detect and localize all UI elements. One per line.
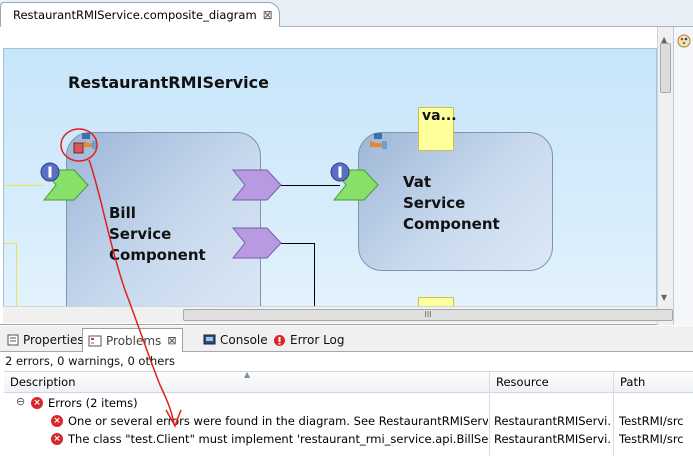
group-label: Errors (2 items) [48,396,138,410]
horizontal-scrollbar[interactable]: III [3,306,673,323]
wire [314,243,315,306]
panel-tab-bar: Properties Problems ⊠ Console Error Log [0,326,693,352]
wire [280,243,314,244]
error-icon: × [51,415,63,427]
scroll-thumb[interactable]: III [183,309,673,321]
scroll-grip: III [424,310,432,319]
close-icon[interactable]: ⊠ [167,334,177,347]
wire [280,185,340,186]
column-separator[interactable] [489,371,490,456]
column-header-description[interactable]: Description [10,375,76,389]
editor-tab-title: RestaurantRMIService.composite_diagram [13,8,257,22]
scroll-up-icon[interactable]: ▲ [661,35,668,44]
property-box[interactable]: va... [418,107,457,151]
vat-service-component[interactable]: Vat Service Component [358,132,553,271]
row-path: TestRMI/src [619,414,684,428]
palette-icon[interactable] [676,33,692,49]
column-header-resource[interactable]: Resource [496,375,549,389]
collapse-icon[interactable]: ⊖ [16,395,26,408]
sort-indicator-icon[interactable]: ▲ [244,370,251,379]
reference-arrow-icon[interactable] [231,166,283,204]
property-box-partial[interactable] [418,297,454,306]
console-icon [203,334,216,345]
properties-icon [7,334,19,346]
row-resource: RestaurantRMIServi... [494,414,612,428]
table-row[interactable]: × One or several errors were found in th… [4,412,693,430]
tab-error-log[interactable]: Error Log [268,328,350,352]
interface-icon [330,162,350,182]
reference-arrow-icon[interactable] [231,224,283,262]
tab-problems[interactable]: Problems ⊠ [82,328,183,352]
row-path: TestRMI/src [619,432,684,446]
row-description: The class "test.Client" must implement '… [68,432,488,446]
diagram-canvas[interactable]: RestaurantRMIService Bill Service Compon… [3,48,657,306]
editor-tab[interactable]: RestaurantRMIService.composite_diagram ⊠ [0,2,280,27]
row-description: One or several errors were found in the … [68,414,488,428]
scroll-thumb[interactable] [660,43,671,93]
implementation-icon [370,133,387,149]
implementation-icon [73,133,96,154]
interface-icon [40,162,60,182]
row-resource: RestaurantRMIServi... [494,432,612,446]
column-separator[interactable] [613,371,614,456]
component-label: Bill Service Component [109,204,206,264]
error-log-icon [274,334,285,346]
wire [16,243,17,306]
scroll-down-icon[interactable]: ▼ [661,293,668,302]
table-row[interactable]: × The class "test.Client" must implement… [4,430,693,448]
editor-tab-bar: RestaurantRMIService.composite_diagram ⊠ [0,0,693,27]
error-icon: × [51,433,63,445]
vertical-scrollbar[interactable]: ▲ ▼ [657,27,673,325]
composite-title: RestaurantRMIService [68,73,269,92]
problems-table-header: Description ▲ Resource Path [4,370,693,393]
problems-group-row[interactable]: ⊖ × Errors (2 items) [4,394,693,412]
column-header-path[interactable]: Path [620,375,646,389]
diagram-editor: RestaurantRMIService.composite_diagram ⊠… [0,0,693,325]
wire [4,243,16,244]
tab-console[interactable]: Console [198,328,273,352]
component-label: Vat Service Component [403,173,500,233]
tab-properties[interactable]: Properties [2,328,89,352]
problems-summary: 2 errors, 0 warnings, 0 others [5,354,176,368]
close-icon[interactable]: ⊠ [262,8,273,22]
bill-service-component[interactable]: Bill Service Component [66,132,261,306]
wire [4,185,44,186]
problems-panel: Properties Problems ⊠ Console Error Log … [0,326,693,456]
error-icon: × [31,397,43,409]
palette-strip[interactable] [673,27,693,325]
problems-icon [88,335,102,346]
